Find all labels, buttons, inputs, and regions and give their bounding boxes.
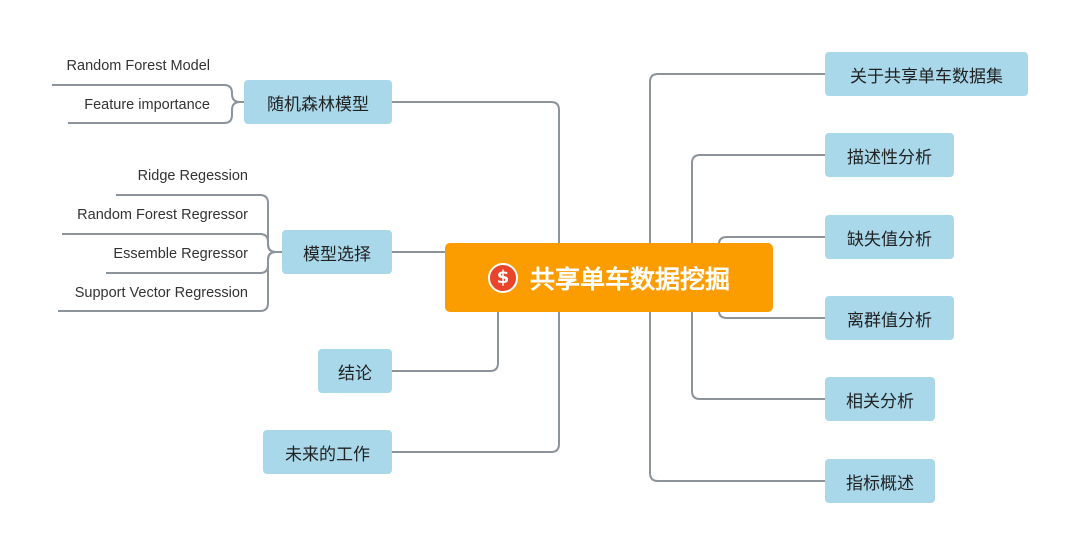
leaf-support-vector-regression[interactable]: Support Vector Regression xyxy=(74,285,248,301)
leaf-feature-importance[interactable]: Feature importance xyxy=(84,97,210,113)
branch-metrics[interactable]: 指标概述 xyxy=(825,459,935,503)
connector-root-to-correlation xyxy=(691,310,825,400)
leaf-ridge-regression[interactable]: Ridge Regession xyxy=(137,168,248,184)
branch-metrics-label: 指标概述 xyxy=(846,473,914,494)
branch-descriptive[interactable]: 描述性分析 xyxy=(825,133,954,177)
leaf-random-forest-model[interactable]: Random Forest Model xyxy=(66,58,210,74)
branch-outlier[interactable]: 离群值分析 xyxy=(825,296,954,340)
connector-root-to-random-forest xyxy=(392,101,560,245)
branch-missing-label: 缺失值分析 xyxy=(847,229,932,250)
connector-root-to-metrics xyxy=(649,310,825,482)
branch-random-forest-label: 随机森林模型 xyxy=(267,94,369,115)
branch-future-work[interactable]: 未来的工作 xyxy=(263,430,392,474)
branch-correlation[interactable]: 相关分析 xyxy=(825,377,935,421)
branch-conclusion-label: 结论 xyxy=(338,363,372,384)
branch-random-forest[interactable]: 随机森林模型 xyxy=(244,80,392,124)
connector-root-to-dataset xyxy=(649,73,825,245)
connector-root-to-conclusion xyxy=(392,310,499,372)
connector-root-to-descriptive xyxy=(691,154,825,245)
branch-correlation-label: 相关分析 xyxy=(846,391,914,412)
branch-dataset-label: 关于共享单车数据集 xyxy=(850,66,1003,87)
branch-future-work-label: 未来的工作 xyxy=(285,444,370,465)
branch-dataset[interactable]: 关于共享单车数据集 xyxy=(825,52,1028,96)
connector-ms-to-ridge xyxy=(116,194,282,253)
branch-model-selection[interactable]: 模型选择 xyxy=(282,230,392,274)
branch-outlier-label: 离群值分析 xyxy=(847,310,932,331)
branch-missing[interactable]: 缺失值分析 xyxy=(825,215,954,259)
dollar-coin-icon: $ xyxy=(487,262,518,293)
connector-root-to-future-work xyxy=(392,310,560,453)
root-node[interactable]: $ 共享单车数据挖掘 xyxy=(445,243,773,312)
connector-rf-to-feature xyxy=(68,101,244,124)
branch-model-selection-label: 模型选择 xyxy=(303,244,371,265)
branch-conclusion[interactable]: 结论 xyxy=(318,349,392,393)
branch-descriptive-label: 描述性分析 xyxy=(847,147,932,168)
root-label: 共享单车数据挖掘 xyxy=(529,264,730,294)
leaf-essemble-regressor[interactable]: Essemble Regressor xyxy=(113,246,248,262)
connector-ms-to-svr xyxy=(58,251,282,312)
leaf-random-forest-regressor[interactable]: Random Forest Regressor xyxy=(77,207,248,223)
